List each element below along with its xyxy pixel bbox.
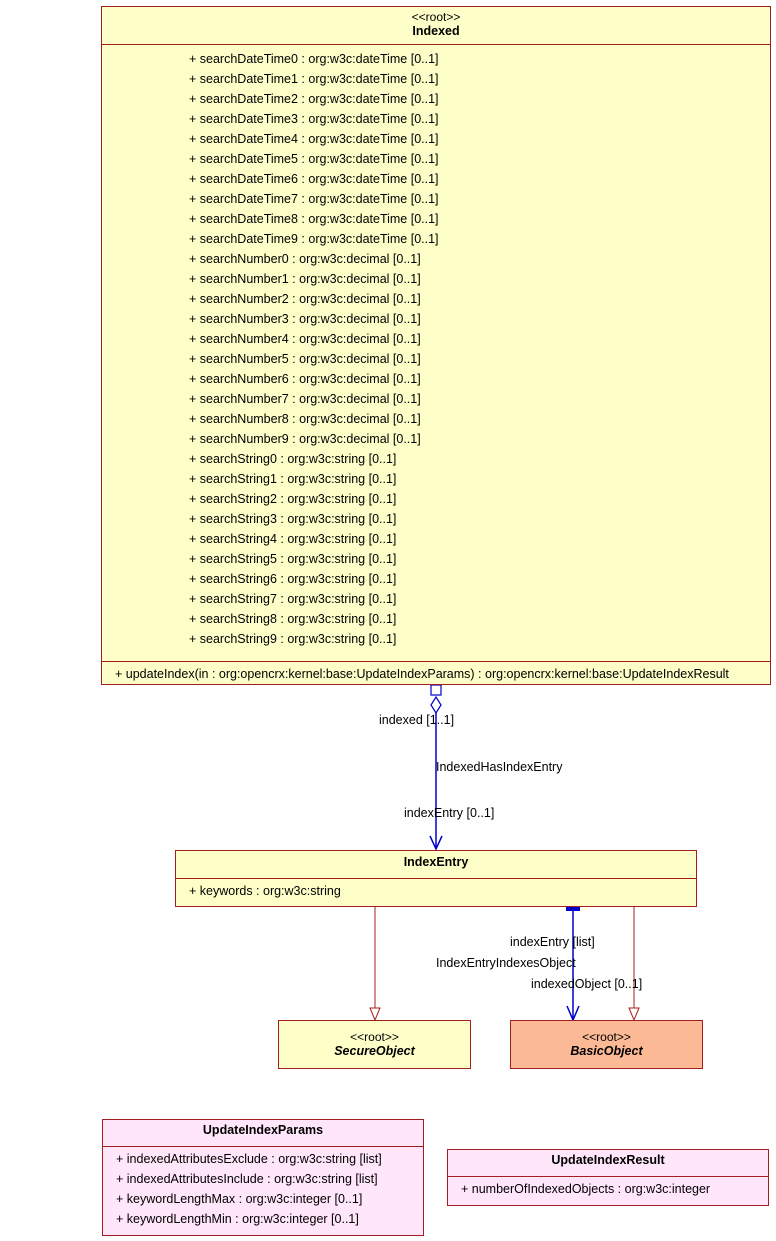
class-name: BasicObject [570, 1044, 643, 1058]
struct-update-index-params[interactable]: UpdateIndexParams + indexedAttributesExc… [102, 1119, 424, 1236]
struct-update-index-result[interactable]: UpdateIndexResult + numberOfIndexedObjec… [447, 1149, 769, 1206]
class-basic-object-header: <<root>> BasicObject [511, 1021, 702, 1058]
attribute: + searchNumber3 : org:w3c:decimal [0..1] [189, 312, 421, 326]
attribute: + searchNumber9 : org:w3c:decimal [0..1] [189, 432, 421, 446]
attribute: + searchDateTime5 : org:w3c:dateTime [0.… [189, 152, 439, 166]
stereotype-label: <<root>> [582, 1030, 631, 1044]
attribute: + searchString4 : org:w3c:string [0..1] [189, 532, 397, 546]
attribute: + searchString1 : org:w3c:string [0..1] [189, 472, 397, 486]
generalization-secure-object[interactable] [369, 906, 381, 1022]
attribute: + keywordLengthMax : org:w3c:integer [0.… [116, 1192, 363, 1206]
class-name: Indexed [412, 24, 460, 38]
stereotype-label: <<root>> [350, 1030, 399, 1044]
attribute: + numberOfIndexedObjects : org:w3c:integ… [461, 1182, 711, 1196]
role-label-index-entry: indexEntry [0..1] [404, 806, 495, 820]
operation-compartment: + updateIndex(in : org:opencrx:kernel:ba… [102, 661, 770, 684]
role-label-index-entry-list: indexEntry [list] [510, 935, 595, 949]
attribute: + searchNumber5 : org:w3c:decimal [0..1] [189, 352, 421, 366]
attribute: + indexedAttributesInclude : org:w3c:str… [116, 1172, 378, 1186]
class-indexed[interactable]: <<root>> Indexed + searchDateTime0 : org… [101, 6, 771, 685]
class-secure-object-header: <<root>> SecureObject [279, 1021, 470, 1058]
struct-update-index-result-header: UpdateIndexResult [448, 1150, 768, 1176]
attribute-compartment: + keywords : org:w3c:string [176, 878, 696, 901]
attribute: + searchDateTime3 : org:w3c:dateTime [0.… [189, 112, 439, 126]
struct-name: UpdateIndexResult [551, 1153, 665, 1167]
attribute: + searchNumber2 : org:w3c:decimal [0..1] [189, 292, 421, 306]
association-name-label: IndexEntryIndexesObject [436, 956, 576, 970]
attribute: + searchString3 : org:w3c:string [0..1] [189, 512, 397, 526]
association-indexed-has-index-entry[interactable] [429, 684, 443, 851]
attribute: + searchNumber7 : org:w3c:decimal [0..1] [189, 392, 421, 406]
attribute: + searchNumber0 : org:w3c:decimal [0..1] [189, 252, 421, 266]
generalization-basic-object[interactable] [628, 906, 640, 1022]
operation: + updateIndex(in : org:opencrx:kernel:ba… [115, 667, 729, 681]
attribute: + searchDateTime2 : org:w3c:dateTime [0.… [189, 92, 439, 106]
attribute: + searchDateTime8 : org:w3c:dateTime [0.… [189, 212, 439, 226]
attribute: + searchString6 : org:w3c:string [0..1] [189, 572, 397, 586]
role-label-indexed: indexed [1..1] [379, 713, 455, 727]
attribute: + searchDateTime4 : org:w3c:dateTime [0.… [189, 132, 439, 146]
struct-update-index-params-header: UpdateIndexParams [103, 1120, 423, 1146]
attribute: + keywordLengthMin : org:w3c:integer [0.… [116, 1212, 359, 1226]
attribute: + searchDateTime1 : org:w3c:dateTime [0.… [189, 72, 439, 86]
attribute: + searchString7 : org:w3c:string [0..1] [189, 592, 397, 606]
attribute: + searchNumber6 : org:w3c:decimal [0..1] [189, 372, 421, 386]
attribute: + searchString0 : org:w3c:string [0..1] [189, 452, 397, 466]
class-name: IndexEntry [403, 855, 469, 869]
attribute-compartment: + indexedAttributesExclude : org:w3c:str… [103, 1146, 423, 1229]
class-name: SecureObject [334, 1044, 415, 1058]
attribute: + searchDateTime0 : org:w3c:dateTime [0.… [189, 52, 439, 66]
attribute-compartment: + numberOfIndexedObjects : org:w3c:integ… [448, 1176, 768, 1199]
class-index-entry-header: IndexEntry [176, 851, 696, 878]
attribute: + searchNumber4 : org:w3c:decimal [0..1] [189, 332, 421, 346]
attribute: + searchNumber1 : org:w3c:decimal [0..1] [189, 272, 421, 286]
attribute: + searchDateTime7 : org:w3c:dateTime [0.… [189, 192, 439, 206]
attribute: + searchDateTime6 : org:w3c:dateTime [0.… [189, 172, 439, 186]
association-name-label: IndexedHasIndexEntry [436, 760, 563, 774]
attribute: + searchString8 : org:w3c:string [0..1] [189, 612, 397, 626]
attribute: + searchNumber8 : org:w3c:decimal [0..1] [189, 412, 421, 426]
attribute: + searchString2 : org:w3c:string [0..1] [189, 492, 397, 506]
attribute-compartment: + searchDateTime0 : org:w3c:dateTime [0.… [102, 44, 770, 661]
stereotype-label: <<root>> [411, 10, 461, 24]
attribute: + keywords : org:w3c:string [189, 884, 341, 898]
attribute: + searchDateTime9 : org:w3c:dateTime [0.… [189, 232, 439, 246]
class-basic-object[interactable]: <<root>> BasicObject [510, 1020, 703, 1069]
attribute: + searchString5 : org:w3c:string [0..1] [189, 552, 397, 566]
class-indexed-header: <<root>> Indexed [102, 7, 770, 44]
struct-name: UpdateIndexParams [202, 1123, 324, 1137]
attribute: + indexedAttributesExclude : org:w3c:str… [116, 1152, 382, 1166]
class-secure-object[interactable]: <<root>> SecureObject [278, 1020, 471, 1069]
class-index-entry[interactable]: IndexEntry + keywords : org:w3c:string [175, 850, 697, 907]
attribute: + searchString9 : org:w3c:string [0..1] [189, 632, 397, 646]
role-label-indexed-object: indexedObject [0..1] [531, 977, 643, 991]
